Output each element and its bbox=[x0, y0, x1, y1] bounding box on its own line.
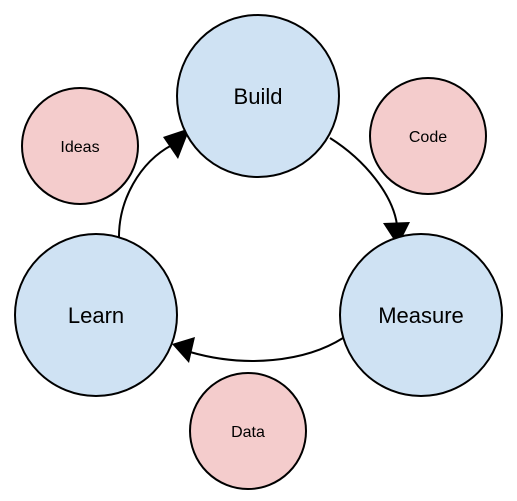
learn-label: Learn bbox=[68, 303, 124, 328]
arrowhead-build-to-measure bbox=[383, 222, 410, 246]
learn-circle bbox=[14, 233, 178, 397]
cycle-arrows bbox=[117, 128, 410, 363]
code-circle bbox=[369, 77, 487, 195]
arrowhead-learn-to-build bbox=[163, 128, 190, 159]
measure-circle bbox=[339, 233, 503, 397]
arrow-learn-to-build bbox=[117, 144, 173, 241]
data-circle bbox=[189, 372, 307, 490]
build-label: Build bbox=[234, 84, 283, 109]
arrow-build-to-measure bbox=[329, 137, 398, 226]
code-label: Code bbox=[409, 129, 447, 146]
artifact-data: Data bbox=[189, 372, 307, 490]
node-build: Build bbox=[176, 14, 340, 178]
artifact-code: Code bbox=[369, 77, 487, 195]
data-label: Data bbox=[231, 424, 265, 441]
node-measure: Measure bbox=[339, 233, 503, 397]
ideas-label: Ideas bbox=[60, 139, 99, 156]
arrow-measure-to-learn bbox=[189, 337, 344, 362]
arrowhead-measure-to-learn bbox=[172, 337, 195, 363]
artifact-ideas: Ideas bbox=[21, 87, 139, 205]
build-circle bbox=[176, 14, 340, 178]
measure-label: Measure bbox=[378, 303, 464, 328]
node-learn: Learn bbox=[14, 233, 178, 397]
ideas-circle bbox=[21, 87, 139, 205]
